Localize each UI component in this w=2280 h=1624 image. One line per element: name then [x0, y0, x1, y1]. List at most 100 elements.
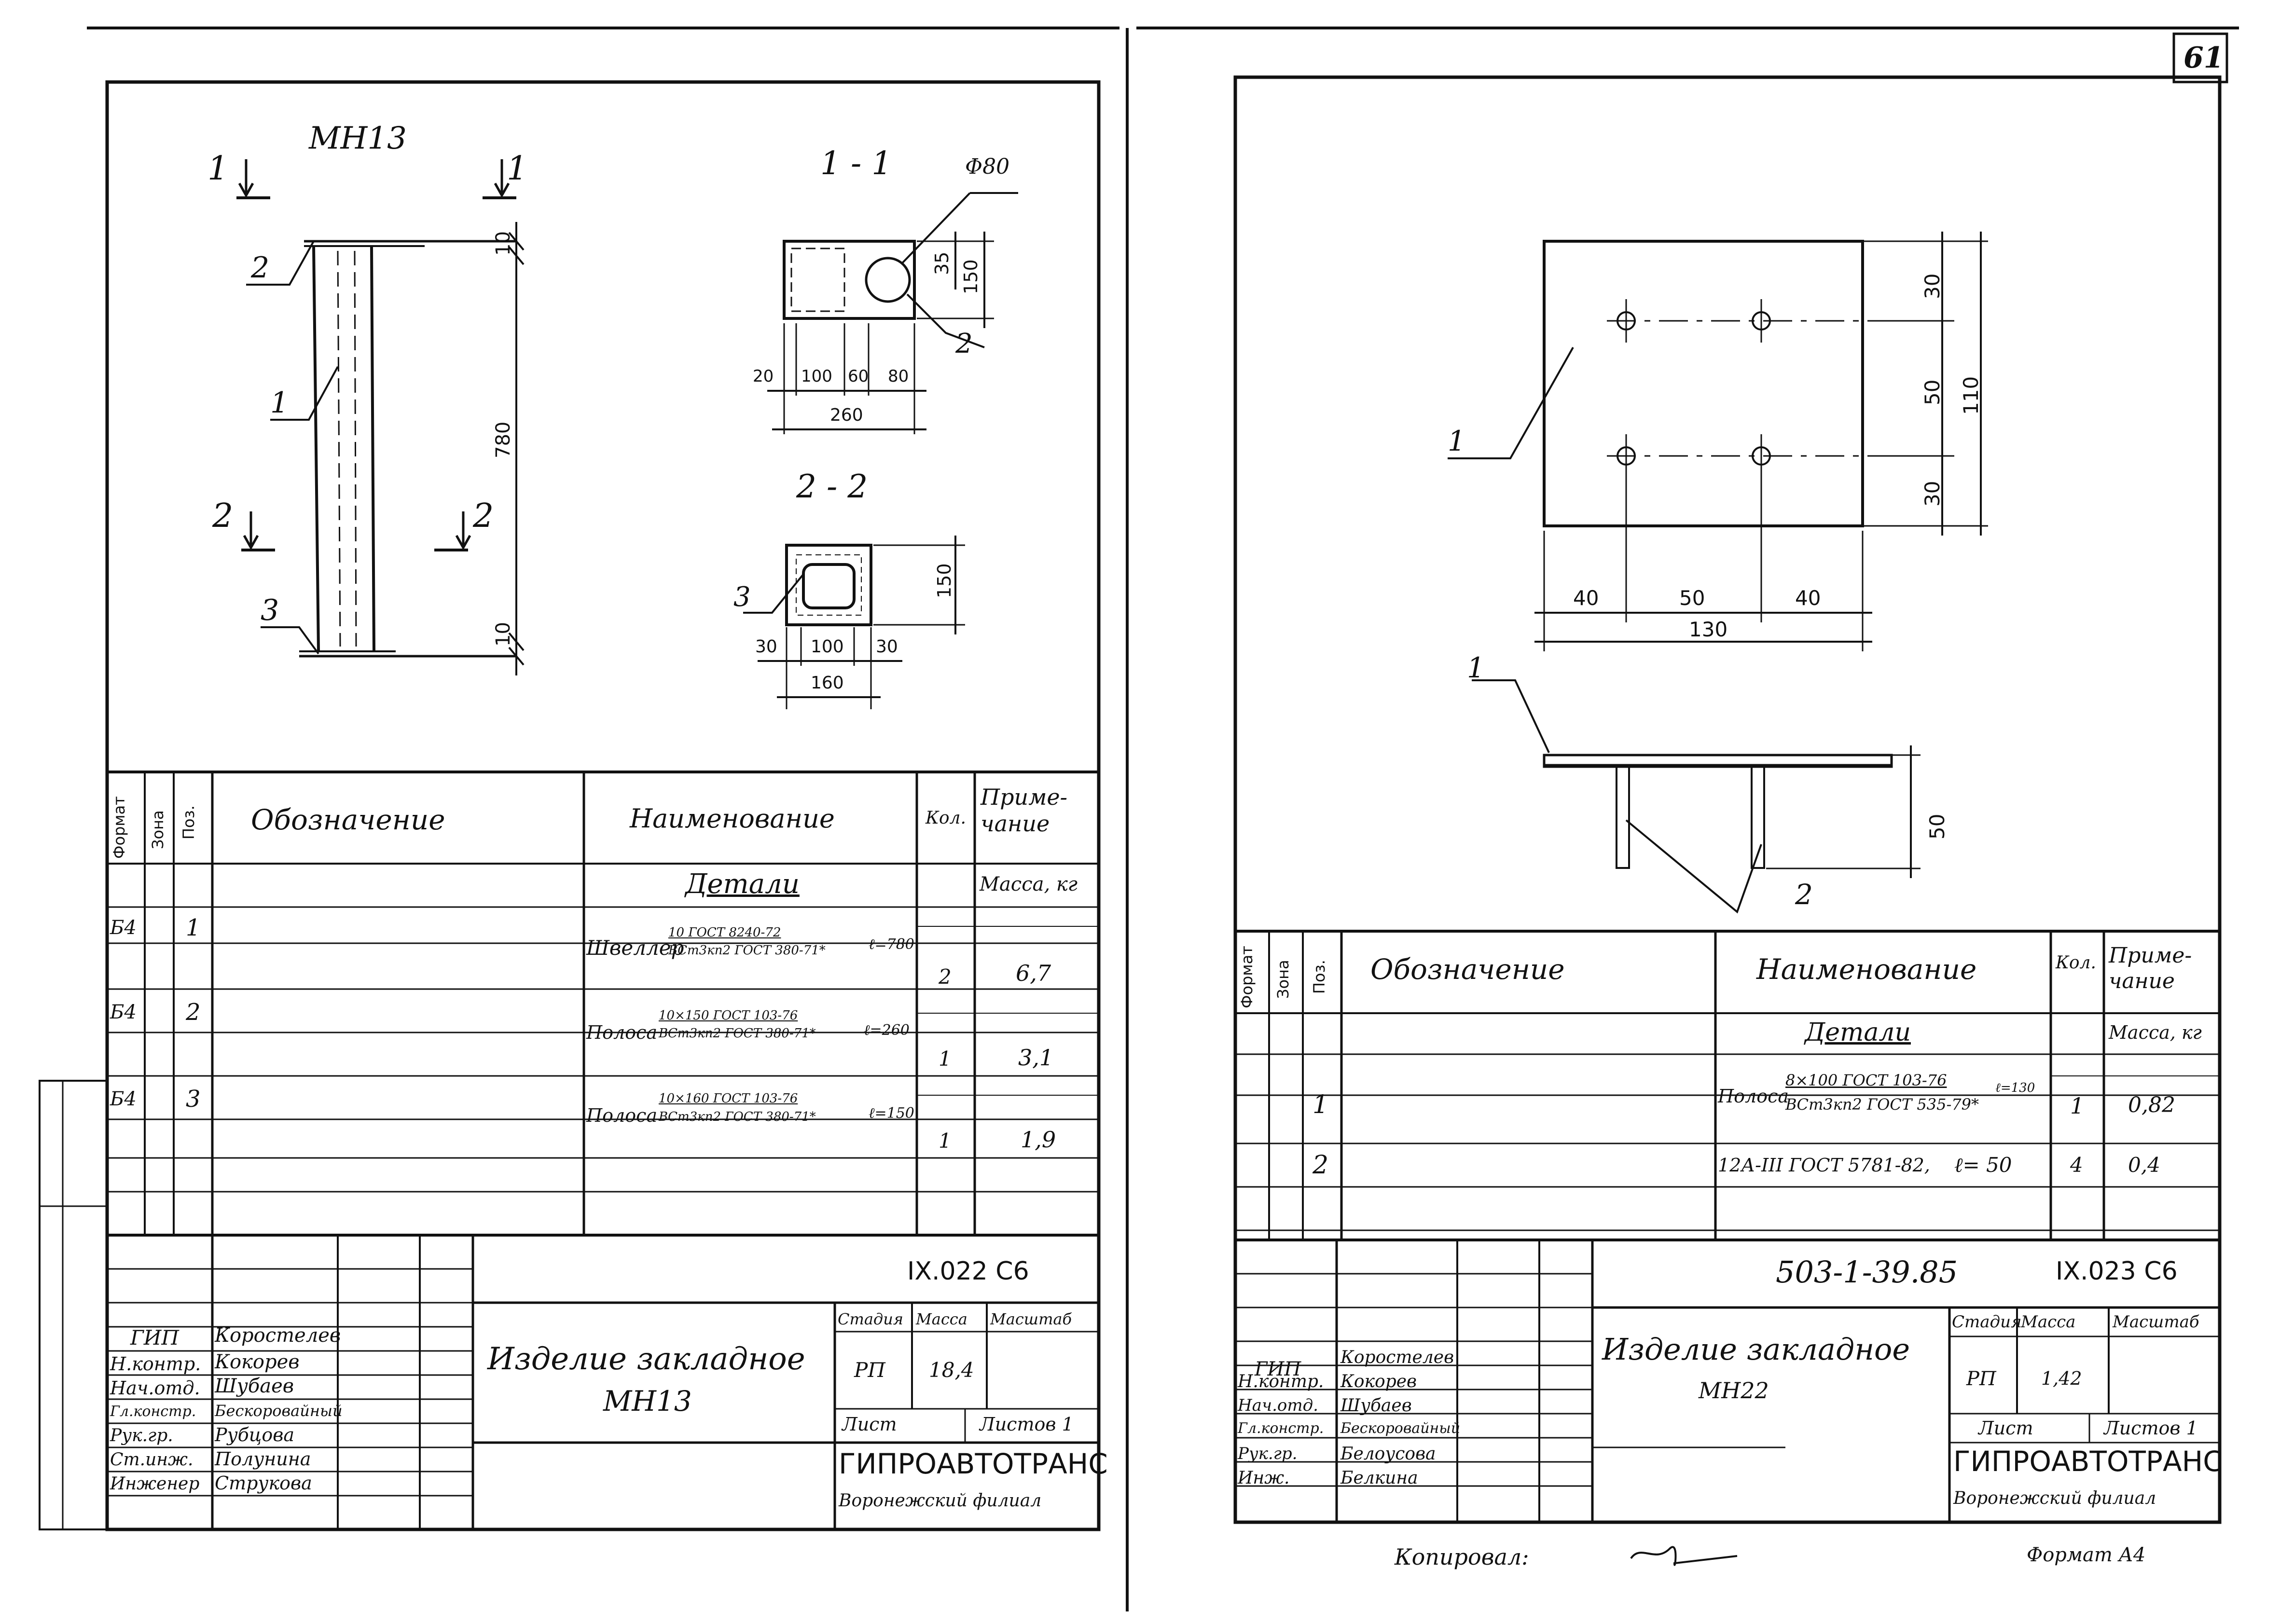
right-org: ГИПРОАВТОТРАНС — [1953, 1445, 2223, 1478]
right-row2-qty: 4 — [2070, 1153, 2083, 1177]
right-row1-spec-bottom: ВСт3кп2 ГОСТ 535-79* — [1785, 1095, 1979, 1114]
dim-40-right: 40 — [1795, 586, 1821, 610]
dim-30-bottom: 30 — [1921, 481, 1944, 507]
left-title-line1: Изделие закладное — [487, 1341, 805, 1377]
callout-pos-2: 2 — [251, 251, 270, 285]
left-h-zone: Зона — [149, 810, 167, 849]
left-row3-length: ℓ=150 — [869, 1105, 914, 1122]
copied-by-label: Копировал: — [1395, 1544, 1529, 1570]
right-h-pos: Поз. — [1310, 960, 1328, 994]
dim-30-top: 30 — [1921, 273, 1944, 299]
dim-top-10: 10 — [492, 231, 514, 256]
left-row1-spec-top: 10 ГОСТ 8240-72 — [668, 925, 781, 940]
right-name-3: Шубаев — [1340, 1396, 1412, 1416]
left-branch: Воронежский филиал — [839, 1491, 1042, 1511]
left-stage-label: Стадия — [838, 1310, 903, 1328]
left-h-qty: Кол. — [926, 808, 966, 828]
right-row2-mass: 0,4 — [2128, 1153, 2160, 1177]
right-role-6: Инж. — [1238, 1468, 1290, 1488]
right-name-1: Коростелев — [1340, 1348, 1454, 1367]
right-stage-label: Стадия — [1952, 1312, 2022, 1332]
dim-160: 160 — [811, 673, 844, 693]
right-row2-name: 12А-III ГОСТ 5781-82, — [1718, 1155, 1930, 1176]
left-h-designation: Обозначение — [251, 803, 445, 836]
left-mass-value: 18,4 — [929, 1358, 974, 1382]
right-branch: Воронежский филиал — [1953, 1488, 2156, 1508]
right-spec-table-grid — [1235, 930, 2220, 1240]
right-sheet-frame — [1233, 75, 2222, 1524]
right-doc-code: IX.023 С6 — [2056, 1257, 2178, 1286]
left-mass-label: Масса, кг — [980, 873, 1078, 895]
left-role-7: Инженер — [110, 1474, 200, 1494]
dim-30-b: 30 — [876, 637, 898, 657]
left-role-1: ГИП — [130, 1326, 180, 1349]
left-sheet-label: Лист — [842, 1414, 897, 1435]
dim-40-left: 40 — [1573, 586, 1599, 610]
right-stage-value: РП — [1966, 1368, 1996, 1390]
right-name-6: Белкина — [1340, 1468, 1418, 1488]
right-title-line1: Изделие закладное — [1602, 1332, 1910, 1367]
right-row1-mass: 0,82 — [2128, 1093, 2175, 1117]
left-h-format: Формат — [110, 796, 128, 859]
right-h-qty: Кол. — [2056, 953, 2096, 973]
dim-110: 110 — [1959, 376, 1983, 415]
dim-bottom-10: 10 — [492, 622, 514, 647]
left-name-6: Полунина — [215, 1448, 311, 1470]
left-title-line2: МН13 — [603, 1385, 692, 1418]
dim-150-section1: 150 — [960, 259, 981, 294]
left-row3-name: Полоса — [586, 1105, 658, 1126]
right-name-5: Белоусова — [1340, 1444, 1436, 1464]
right-h-format: Формат — [1238, 946, 1256, 1008]
left-row2-pos: 2 — [186, 999, 201, 1026]
dim-260: 260 — [830, 405, 863, 425]
left-role-6: Ст.инж. — [110, 1450, 193, 1470]
left-row1-mass: 6,7 — [1016, 960, 1051, 986]
left-row2-mass: 3,1 — [1018, 1045, 1054, 1071]
mh13-elevation-view — [236, 159, 525, 675]
left-row2-qty: 1 — [939, 1047, 952, 1071]
left-row2-name: Полоса — [586, 1022, 658, 1043]
dim-100-section2: 100 — [811, 637, 844, 657]
left-name-1: Коростелев — [215, 1324, 341, 1347]
callout-section2-pos-3: 3 — [733, 581, 751, 613]
left-name-5: Рубцова — [215, 1424, 294, 1445]
right-sheets-label: Листов 1 — [2104, 1418, 2198, 1439]
page-number-box — [2172, 32, 2228, 83]
section-1-1-title: 1 - 1 — [820, 145, 892, 182]
left-row1-length: ℓ=780 — [869, 936, 914, 953]
left-section-title: Детали — [685, 868, 800, 900]
right-mass-label: Масса, кг — [2109, 1022, 2202, 1043]
right-row1-length: ℓ=130 — [1995, 1081, 2035, 1095]
left-role-5: Рук.гр. — [110, 1426, 173, 1445]
right-callout-pos-1-side: 1 — [1467, 651, 1485, 684]
cut-mark-2-right: 2 — [473, 497, 494, 535]
dim-30-a: 30 — [755, 637, 777, 657]
right-mass-header: Масса — [2021, 1312, 2076, 1332]
left-side-strip — [39, 1080, 108, 1530]
left-row1-spec-bottom: ВСт3кп2 ГОСТ 380-71* — [668, 943, 826, 958]
section-2-2-title: 2 - 2 — [796, 468, 868, 505]
left-name-7: Струкова — [215, 1473, 312, 1494]
right-callout-pos-2-side: 2 — [1795, 878, 1813, 911]
left-scale-label: Масштаб — [990, 1310, 1072, 1328]
dim-50-side: 50 — [1925, 813, 1949, 840]
right-role-5: Рук.гр. — [1238, 1444, 1298, 1463]
right-mass-value: 1,42 — [2041, 1368, 2082, 1389]
part-label-mh13: МН13 — [309, 121, 407, 156]
left-name-3: Шубаев — [215, 1375, 294, 1397]
dim-height-780: 780 — [492, 421, 514, 458]
left-row1-qty: 2 — [939, 965, 952, 989]
left-row2-format: Б4 — [110, 1001, 137, 1023]
left-row3-mass: 1,9 — [1021, 1127, 1056, 1153]
cut-mark-1-right: 1 — [507, 150, 528, 188]
left-row3-format: Б4 — [110, 1088, 137, 1110]
left-role-2: Н.контр. — [110, 1353, 201, 1375]
right-row1-qty: 1 — [2070, 1093, 2085, 1119]
dim-50-horizontal: 50 — [1679, 586, 1705, 610]
left-row3-qty: 1 — [939, 1129, 952, 1153]
left-org: ГИПРОАВТОТРАНС — [839, 1447, 1108, 1480]
right-role-2: Н.контр. — [1238, 1372, 1324, 1391]
left-row2-length: ℓ=260 — [864, 1022, 910, 1039]
cut-mark-2-left: 2 — [212, 497, 234, 535]
